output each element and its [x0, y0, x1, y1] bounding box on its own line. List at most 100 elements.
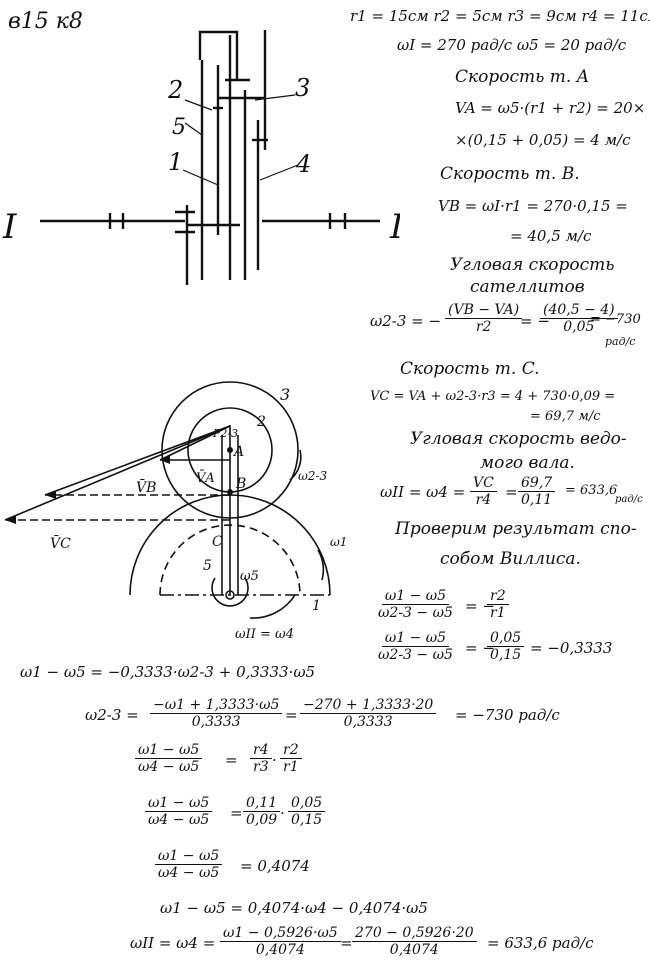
bottom-eq7-den-2: 0,4074 [389, 942, 439, 958]
bottom-eq3-r3: r3 [253, 759, 269, 775]
vA-title: Скорость т. A [455, 67, 590, 87]
w1-diagram-label: ω1 = ωI [330, 535, 345, 549]
w23-denominator-2: 0,05 [563, 319, 595, 335]
scheme-label-3: 3 [295, 74, 310, 102]
vA-formula-2: ×(0,15 + 0,05) = 4 м/с [455, 131, 631, 149]
willis-2-numerator: ω1 − ω5 [381, 630, 450, 647]
bottom-eq2-num-2: −270 + 1,3333·20 [300, 697, 437, 714]
vB-title: Скорость т. B. [440, 164, 580, 184]
check-title-1: Проверим результат спо- [395, 519, 637, 539]
given-radii: r1 = 15см r2 = 5см r3 = 9см r4 = 11см [350, 7, 650, 25]
bottom-eq3-ratio-1: r4 r3 [250, 742, 272, 775]
vB-vector-label: V̄B [136, 478, 156, 496]
bottom-eq5-result: = 0,4074 [240, 857, 310, 875]
bottom-eq7-lhs: ωII = ω4 = [130, 934, 216, 952]
bottom-eq7-fraction: ω1 − 0,5926·ω5 0,4074 [220, 925, 341, 958]
bottom-eq2-lhs: ω2-3 = [85, 706, 139, 724]
scheme-label-5: 5 [172, 115, 186, 140]
wII-numerator: VC [470, 475, 497, 492]
shaft-I-label: I [2, 207, 17, 247]
gear-1-label: 1 [312, 598, 321, 614]
bottom-eq2-den: 0,3333 [191, 714, 241, 730]
w23-fraction-2: (40,5 − 4) 0,05 [540, 302, 618, 335]
bottom-eq4-num: ω1 − ω5 [145, 795, 213, 812]
bottom-eq2-result: = −730 рад/с [455, 706, 560, 724]
bottom-eq7-equals: = [340, 934, 353, 952]
bottom-eq5-num: ω1 − ω5 [155, 848, 223, 865]
w23-diagram-label: ω2-3 [298, 469, 327, 483]
vA-vector-label: V̄A [196, 470, 215, 486]
w23-numerator-2: (40,5 − 4) [540, 302, 618, 319]
bottom-eq5-den: ω4 − ω5 [158, 865, 220, 881]
willis-1-denominator: ω2-3 − ω5 [378, 605, 453, 621]
scheme-label-1: 1 [168, 148, 183, 176]
bottom-eq3-den: ω4 − ω5 [138, 759, 200, 775]
bottom-eq3-dot: · [272, 751, 277, 769]
w23-numerator: (VB − VA) [445, 302, 523, 319]
wII-result: = 633,6 [565, 483, 618, 498]
wII-denominator: r4 [475, 492, 492, 508]
bottom-eq7-num-2: 270 − 0,5926·20 [352, 925, 477, 942]
willis-1-rhs: = − [465, 597, 495, 615]
willis-2-rhs: = − [465, 639, 495, 657]
wII-numerator-2: 69,7 [518, 475, 556, 492]
willis-2-denominator: ω2-3 − ω5 [378, 647, 453, 663]
vC-formula-1: VC = VA + ω2-3·r3 = 4 + 730·0,09 = [370, 389, 616, 404]
bottom-eq3-equals: = [225, 751, 238, 769]
willis-2-ratio: 0,05 0,15 [487, 630, 525, 663]
circle-3-label: 3 [280, 385, 290, 404]
willis-fraction-1: ω1 − ω5 ω2-3 − ω5 [375, 588, 456, 621]
bottom-eq3-ratio-2: r2 r1 [280, 742, 302, 775]
vC-vector-label: V̄C [50, 534, 71, 552]
wII-fraction: VC r4 [470, 475, 497, 508]
scheme-label-4: 4 [295, 150, 311, 178]
point-A-label: A [232, 444, 244, 460]
bottom-eq4-d1: 0,09 [246, 812, 278, 828]
bottom-eq4-ratio-1: 0,11 0,09 [243, 795, 281, 828]
bottom-eq5-fraction: ω1 − ω5 ω4 − ω5 [155, 848, 223, 881]
w23-fraction: (VB − VA) r2 [445, 302, 523, 335]
bottom-eq3-fraction: ω1 − ω5 ω4 − ω5 [135, 742, 203, 775]
velocity-diagram: 3 2 P2-3 A V̄A B V̄B C V̄C ω2-3 ω1 = ωI … [4, 381, 345, 640]
given-omegas: ωI = 270 рад/с ω5 = 20 рад/с [397, 36, 627, 54]
point-B-label: B [235, 476, 246, 492]
bottom-eq6: ω1 − ω5 = 0,4074·ω4 − 0,4074·ω5 [160, 899, 428, 917]
vB-formula-1: VB = ωI·r1 = 270·0,15 = [438, 197, 628, 215]
willis-1-ratio: r2 r1 [487, 588, 509, 621]
bottom-eq7-num: ω1 − 0,5926·ω5 [220, 925, 341, 942]
willis-2-ratio-den: 0,15 [490, 647, 522, 663]
output-title-1: Угловая скорость ведо- [410, 429, 627, 449]
check-title-2: собом Виллиса. [440, 549, 581, 569]
p23-label: P2-3 [212, 427, 238, 440]
bottom-eq1: ω1 − ω5 = −0,3333·ω2-3 + 0,3333·ω5 [20, 663, 316, 681]
w23-lhs: ω2-3 = − [370, 312, 442, 330]
w23-mid: = − [520, 312, 550, 330]
bottom-eq2-num: −ω1 + 1,3333·ω5 [150, 697, 283, 714]
output-title-2: мого вала. [480, 453, 575, 473]
wII-equals: = [505, 483, 518, 501]
scheme-label-2: 2 [167, 76, 183, 104]
wII-diagram-label: ωII = ω4 [235, 627, 294, 640]
willis-fraction-2: ω1 − ω5 ω2-3 − ω5 [375, 630, 456, 663]
willis-1-ratio-den: r1 [490, 605, 506, 621]
bottom-eq4-n2: 0,05 [288, 795, 326, 812]
bottom-eq7-result: = 633,6 рад/с [487, 934, 594, 952]
bottom-eq2-fraction: −ω1 + 1,3333·ω5 0,3333 [150, 697, 283, 730]
point-C-label: C [212, 534, 223, 550]
gear-train-scheme: I II 2 3 5 1 4 [2, 30, 400, 285]
bottom-eq3-r1: r1 [283, 759, 299, 775]
willis-1-ratio-num: r2 [487, 588, 509, 605]
wII-lhs: ωII = ω4 = [380, 483, 466, 501]
bottom-eq4-d2: 0,15 [291, 812, 323, 828]
vB-formula-2: = 40,5 м/с [510, 227, 592, 245]
vA-formula-1: VA = ω5·(r1 + r2) = 20× [455, 99, 646, 117]
bottom-eq2-fraction-2: −270 + 1,3333·20 0,3333 [300, 697, 437, 730]
bottom-eq4-den: ω4 − ω5 [148, 812, 210, 828]
bottom-eq3-r4: r4 [250, 742, 272, 759]
variant-label: в15 к8 [8, 9, 83, 34]
vC-title: Скорость т. C. [400, 359, 540, 379]
wII-unit: рад/с [615, 494, 643, 505]
willis-2-result: = −0,3333 [530, 639, 613, 657]
bottom-eq7-den: 0,4074 [255, 942, 305, 958]
wII-fraction-2: 69,7 0,11 [518, 475, 556, 508]
